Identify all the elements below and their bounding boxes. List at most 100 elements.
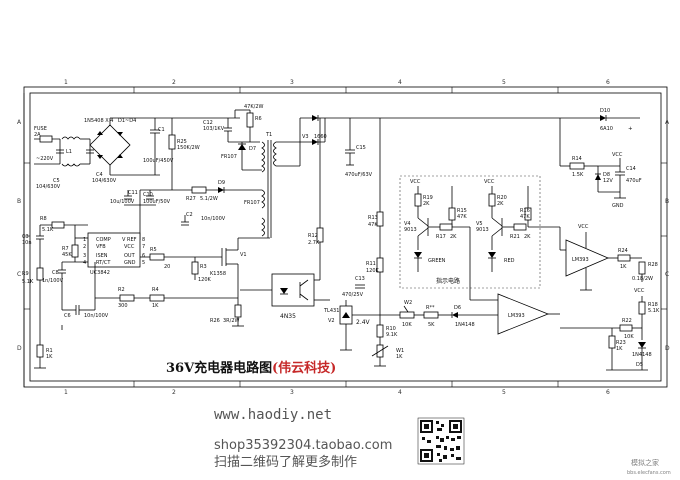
- t1-primary: [261, 141, 265, 173]
- d9-label: D9: [218, 180, 225, 186]
- r13-label: R13: [368, 215, 378, 221]
- grid-col-2: 2: [172, 79, 176, 86]
- r13-value: 47K: [368, 222, 378, 228]
- lm393-b: [497, 293, 550, 335]
- r18: [638, 301, 646, 315]
- r28-label: R28: [648, 262, 658, 268]
- r2-label: R2: [118, 287, 125, 293]
- r19: [414, 193, 422, 207]
- d9-diode: [218, 187, 224, 193]
- grid-row-b: B: [17, 198, 21, 205]
- vcc-label-ind2: VCC: [484, 179, 495, 185]
- vcc-label-top: VCC: [612, 152, 623, 158]
- r15: [448, 207, 456, 221]
- r14: [569, 162, 585, 170]
- ic-pin-vcc: VCC: [124, 244, 135, 250]
- watermark-name: 模拟之家: [631, 458, 659, 467]
- grid-col-1-bottom: 1: [64, 389, 68, 396]
- r3-value: 120K: [198, 277, 212, 283]
- ic-pin-vfb: VFB: [96, 244, 106, 250]
- r21: [513, 223, 527, 231]
- r19-label: R19: [423, 195, 433, 201]
- bridge-label: D1~D4: [118, 118, 136, 124]
- footer-shop[interactable]: shop35392304.taobao.com: [214, 438, 392, 453]
- c14-value: 470uF: [626, 178, 642, 184]
- r23: [608, 335, 616, 349]
- grid-row-d: D: [17, 345, 22, 352]
- d7-value: FR107: [221, 154, 237, 160]
- footer-slogan: 扫描二维码了解更多制作: [214, 454, 357, 470]
- r18-value: 5.1K: [648, 308, 660, 314]
- d6-diode: [452, 312, 458, 318]
- w2-label: W2: [404, 300, 412, 306]
- d10-value: 6A10: [600, 126, 613, 132]
- r26: [234, 304, 242, 318]
- w2-value: 10K: [402, 322, 412, 328]
- tl431-ref: V2: [328, 318, 335, 324]
- lm393-a: [565, 239, 610, 277]
- r19-value: 2K: [423, 201, 430, 207]
- grid-row-d-right: D: [665, 345, 670, 352]
- d7-label: D7: [249, 146, 256, 152]
- c5-label: C5: [53, 178, 60, 184]
- r25-label: R25: [177, 139, 187, 145]
- r23-label: R23: [616, 340, 626, 346]
- r16-value: 47K: [520, 214, 530, 220]
- tl431-symbol: [342, 312, 350, 318]
- fuse-value: 2A: [34, 132, 41, 138]
- r17-value: 2K: [450, 234, 457, 240]
- qr-code[interactable]: [417, 417, 465, 465]
- t1-label: T1: [265, 132, 272, 138]
- r26-label: R26: [210, 318, 220, 324]
- r10-label: R10: [386, 326, 396, 332]
- r10: [376, 324, 384, 338]
- ic-pin-comp: COMP: [96, 237, 111, 243]
- r26-value: 3R/2W: [223, 318, 240, 324]
- r2: [119, 294, 135, 302]
- mains-label: ~220V: [36, 156, 54, 162]
- r28: [638, 261, 646, 275]
- r3-label: R3: [200, 264, 207, 270]
- r24-label: R24: [618, 248, 628, 254]
- ic-pin-7: 7: [142, 244, 145, 250]
- c11-label: C11: [128, 190, 138, 196]
- r8: [51, 221, 65, 229]
- green-led: [414, 252, 422, 258]
- ic-pin-2: 2: [83, 244, 86, 250]
- ic-pin-8: 8: [142, 237, 145, 243]
- w1-label: W1: [396, 348, 404, 354]
- r5-label: R5: [150, 247, 157, 253]
- r23-value: 1K: [616, 346, 623, 352]
- grid-col-5-bottom: 5: [502, 389, 506, 396]
- grid-col-6: 6: [606, 79, 610, 86]
- c12-value: 103/1KV: [203, 126, 225, 132]
- reference-voltage: 2.4V: [356, 319, 371, 326]
- ic-pin-out: OUT: [124, 253, 136, 259]
- r20-label: R20: [497, 195, 507, 201]
- d6-label: D6: [454, 305, 461, 311]
- r6-value: 47K/2W: [244, 104, 264, 110]
- v1-label: V1: [240, 252, 247, 258]
- r27: [191, 186, 207, 194]
- d8-value: 12V: [603, 178, 613, 184]
- d5-diode: [638, 342, 646, 348]
- ic-pin-5: 5: [142, 260, 145, 266]
- ic-pin-6: 6: [142, 253, 145, 259]
- r22: [619, 324, 633, 332]
- fuse: [39, 135, 53, 143]
- controller-section: R27 5.1/2W D9 10u/100V C11 C10 100uF/50V…: [22, 180, 270, 369]
- footer-website[interactable]: www.haodiy.net: [214, 407, 332, 423]
- ic-pin-1: 1: [83, 237, 86, 243]
- r11-value: 120K: [366, 268, 380, 274]
- comparator-section: LM393 LM393 VCC R24 1K R28 0.18/2W VCC R…: [497, 224, 660, 371]
- r8-label: R8: [40, 216, 47, 222]
- vcc-label-cmp: VCC: [578, 224, 589, 230]
- c12-label: C12: [203, 120, 213, 126]
- grid-row-a: A: [17, 119, 22, 126]
- r4-value: 1K: [152, 303, 159, 309]
- c13-label: C13: [355, 276, 365, 282]
- optocoupler-label: 4N35: [280, 313, 296, 320]
- r17-label: R17: [436, 234, 446, 240]
- grid-row-b-right: B: [665, 198, 669, 205]
